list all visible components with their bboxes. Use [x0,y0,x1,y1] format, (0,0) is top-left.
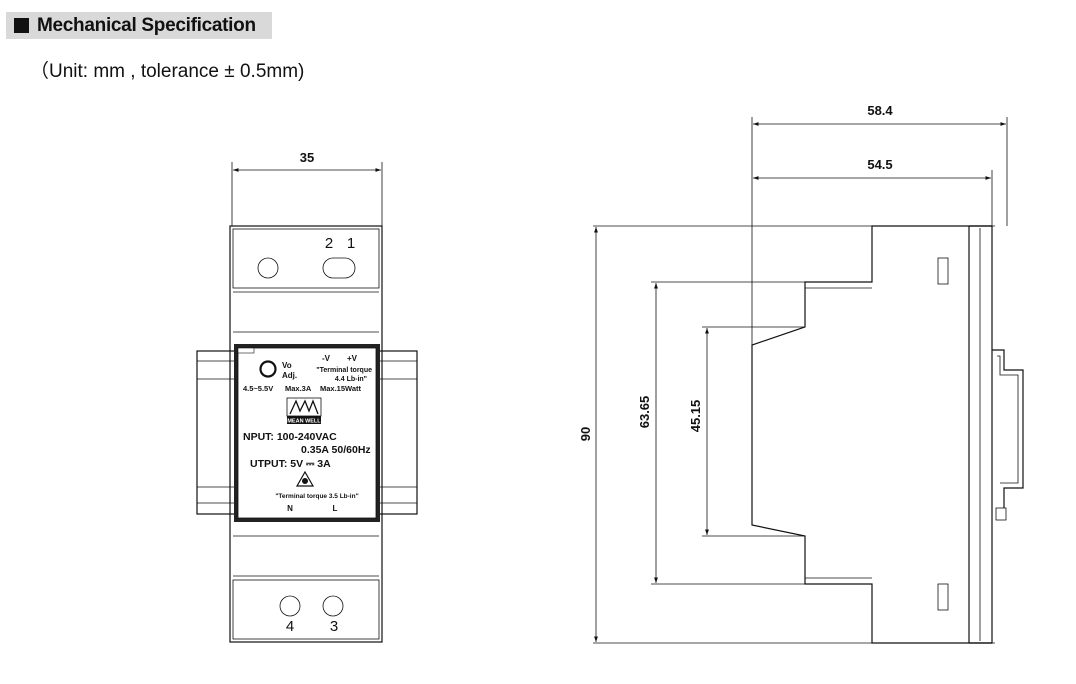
brand-name-bar [287,416,321,424]
safety-mark-dot [302,478,308,484]
depth-body-value: 54.5 [867,157,892,172]
vo-range-label: 4.5~5.5V [243,384,273,393]
square-bullet-icon [14,18,29,33]
label-panel [237,347,377,519]
max-power-label: Max.15Watt [320,384,361,393]
terminal-screw-icon [322,595,344,617]
brand-logo-mark [289,399,319,415]
height-inner-value: 45.15 [688,400,703,433]
input-spec-line1: NPUT: 100-240VAC [243,431,337,443]
mounting-hole-icon [257,257,279,279]
front-view: 35 2 1 4 3 Vo Adj. -V +V "Termina [196,150,418,643]
housing-side-profile [751,225,992,644]
housing-back-plate [969,225,993,644]
torque-top-line2: 4.4 Lb-in" [335,376,367,383]
vent-slot-top [937,257,949,285]
terminal-pair-icon [322,257,356,279]
brand-name: MEAN WELL [287,419,321,425]
housing-outline [229,225,383,643]
adjust-potentiometer-icon [259,360,277,378]
terminal-number-1: 1 [347,235,355,252]
terminal-number-3: 3 [330,618,338,635]
top-terminal-block [232,228,380,289]
line-label: L [333,504,338,513]
safety-mark-icon [295,470,315,487]
adj-label: Adj. [282,371,297,380]
height-total-value: 90 [578,427,593,441]
height-mid-value: 63.65 [637,396,652,429]
din-rail-latch [995,507,1007,521]
output-spec-line: UTPUT: 5V ⎓ 3A [250,458,331,470]
neutral-label: N [287,504,293,513]
positive-v-label: +V [347,354,358,363]
negative-v-label: -V [322,354,331,363]
units-note: （Unit: mm , tolerance ± 0.5mm) [30,61,305,82]
input-spec-line2: 0.35A 50/60Hz [301,444,371,456]
vo-label: Vo [282,361,292,370]
max-current-label: Max.3A [285,384,312,393]
terminal-screw-icon [279,595,301,617]
torque-top-line1: "Terminal torque [316,367,372,374]
width-dimension-value: 35 [300,150,314,165]
torque-bottom-label: "Terminal torque 3.5 Lb-in" [275,493,358,500]
terminal-number-2: 2 [325,235,333,252]
depth-total-value: 58.4 [867,103,893,118]
terminal-number-4: 4 [286,618,294,635]
side-view: 58.4 54.5 90 63.65 45.15 [578,103,1024,644]
led-indicator-icon [237,347,255,354]
din-rail-clip [992,349,1024,508]
vent-slot-bottom [937,583,949,611]
section-header: Mechanical Specification [6,12,272,39]
din-rail-clip-inner [997,355,1019,484]
bottom-terminal-block [232,579,380,640]
section-title: Mechanical Specification [37,15,256,36]
